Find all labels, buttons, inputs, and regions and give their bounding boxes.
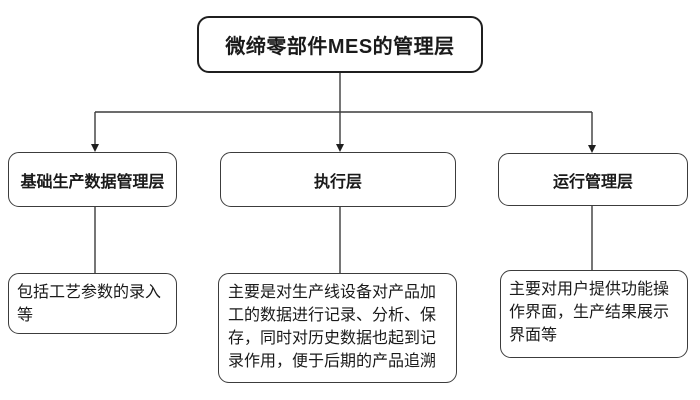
arrowhead-center xyxy=(336,144,344,152)
description-box-execution: 主要是对生产线设备对产品加工的数据进行记录、分析、保存，同时对历史数据也起到记录… xyxy=(218,273,457,383)
root-box-title: 微缔零部件MES的管理层 xyxy=(197,16,483,73)
layer-box-basic-production-data: 基础生产数据管理层 xyxy=(8,152,177,207)
arrowhead-left xyxy=(91,144,99,152)
layer-box-execution: 执行层 xyxy=(220,152,456,207)
layer-box-operation-management: 运行管理层 xyxy=(498,153,688,206)
arrowhead-right xyxy=(588,145,596,153)
description-box-operation-management: 主要对用户提供功能操作界面，生产结果展示界面等 xyxy=(500,270,688,358)
description-box-basic-production-data: 包括工艺参数的录入等 xyxy=(8,273,177,334)
